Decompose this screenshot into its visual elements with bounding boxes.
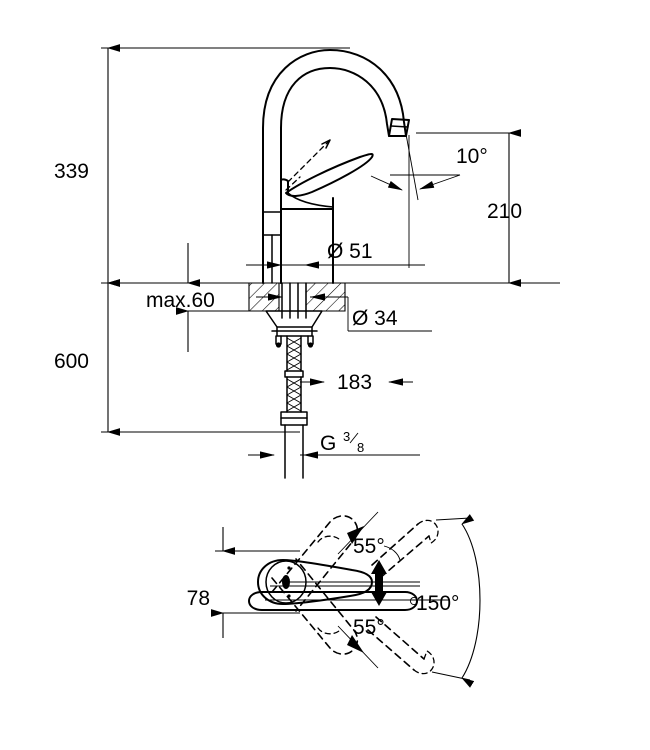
dimension-label-55-down: 55° [353, 616, 385, 639]
dimension-total-height: 339 [54, 44, 120, 287]
spout-plan [248, 591, 418, 611]
lever-handle-rotated-down [271, 558, 359, 655]
dimension-lever-height: 78 [187, 527, 300, 638]
dimension-label-thread-letter: G [320, 432, 336, 455]
dimension-label-339: 339 [54, 160, 89, 183]
dimension-spout-height: 210 [487, 129, 522, 287]
faucet-body-column [262, 208, 334, 284]
dimension-label-78: 78 [187, 587, 210, 610]
dimension-label-10deg: 10° [456, 145, 488, 168]
lever-handle-side [280, 139, 374, 210]
dimension-label-d34: Ø 34 [352, 307, 398, 330]
plan-angle-tick-marks [371, 560, 419, 606]
dimension-label-183: 183 [337, 371, 372, 394]
callout-lever-up-angle: 55° [337, 511, 401, 561]
worktop-section [248, 282, 346, 312]
dimension-label-thread-denominator: 8 [357, 440, 364, 455]
mounting-shank [265, 282, 323, 348]
callout-thread-size: G 3 8 [248, 429, 364, 459]
flexible-hose [280, 335, 308, 479]
dimension-supply-length: 600 [54, 279, 120, 436]
callout-lever-down-angle: 55° [337, 616, 385, 669]
spout-rotated-up [371, 519, 439, 579]
top-plan-view: 78 [187, 511, 481, 688]
dimension-label-210: 210 [487, 200, 522, 223]
spout-rotated-down [367, 616, 435, 675]
dimension-label-thread-numerator: 3 [343, 429, 350, 444]
dimension-label-max60: max.60 [146, 289, 215, 312]
dimension-worktop-thickness: max.60 [146, 243, 215, 352]
callout-swivel-range: 150° [416, 514, 481, 688]
dimension-label-55-up: 55° [353, 535, 385, 558]
side-elevation-view: 339 600 max.60 210 [54, 44, 560, 479]
dimension-hose-length: 183 [300, 371, 413, 394]
dimension-base-diameter: Ø 51 [246, 240, 373, 269]
dimension-label-d51: Ø 51 [327, 240, 373, 263]
dimension-label-600: 600 [54, 350, 89, 373]
callout-outlet-angle: 10° [370, 133, 488, 268]
faucet-spout [262, 49, 410, 284]
dimension-label-150deg: 150° [416, 592, 459, 615]
